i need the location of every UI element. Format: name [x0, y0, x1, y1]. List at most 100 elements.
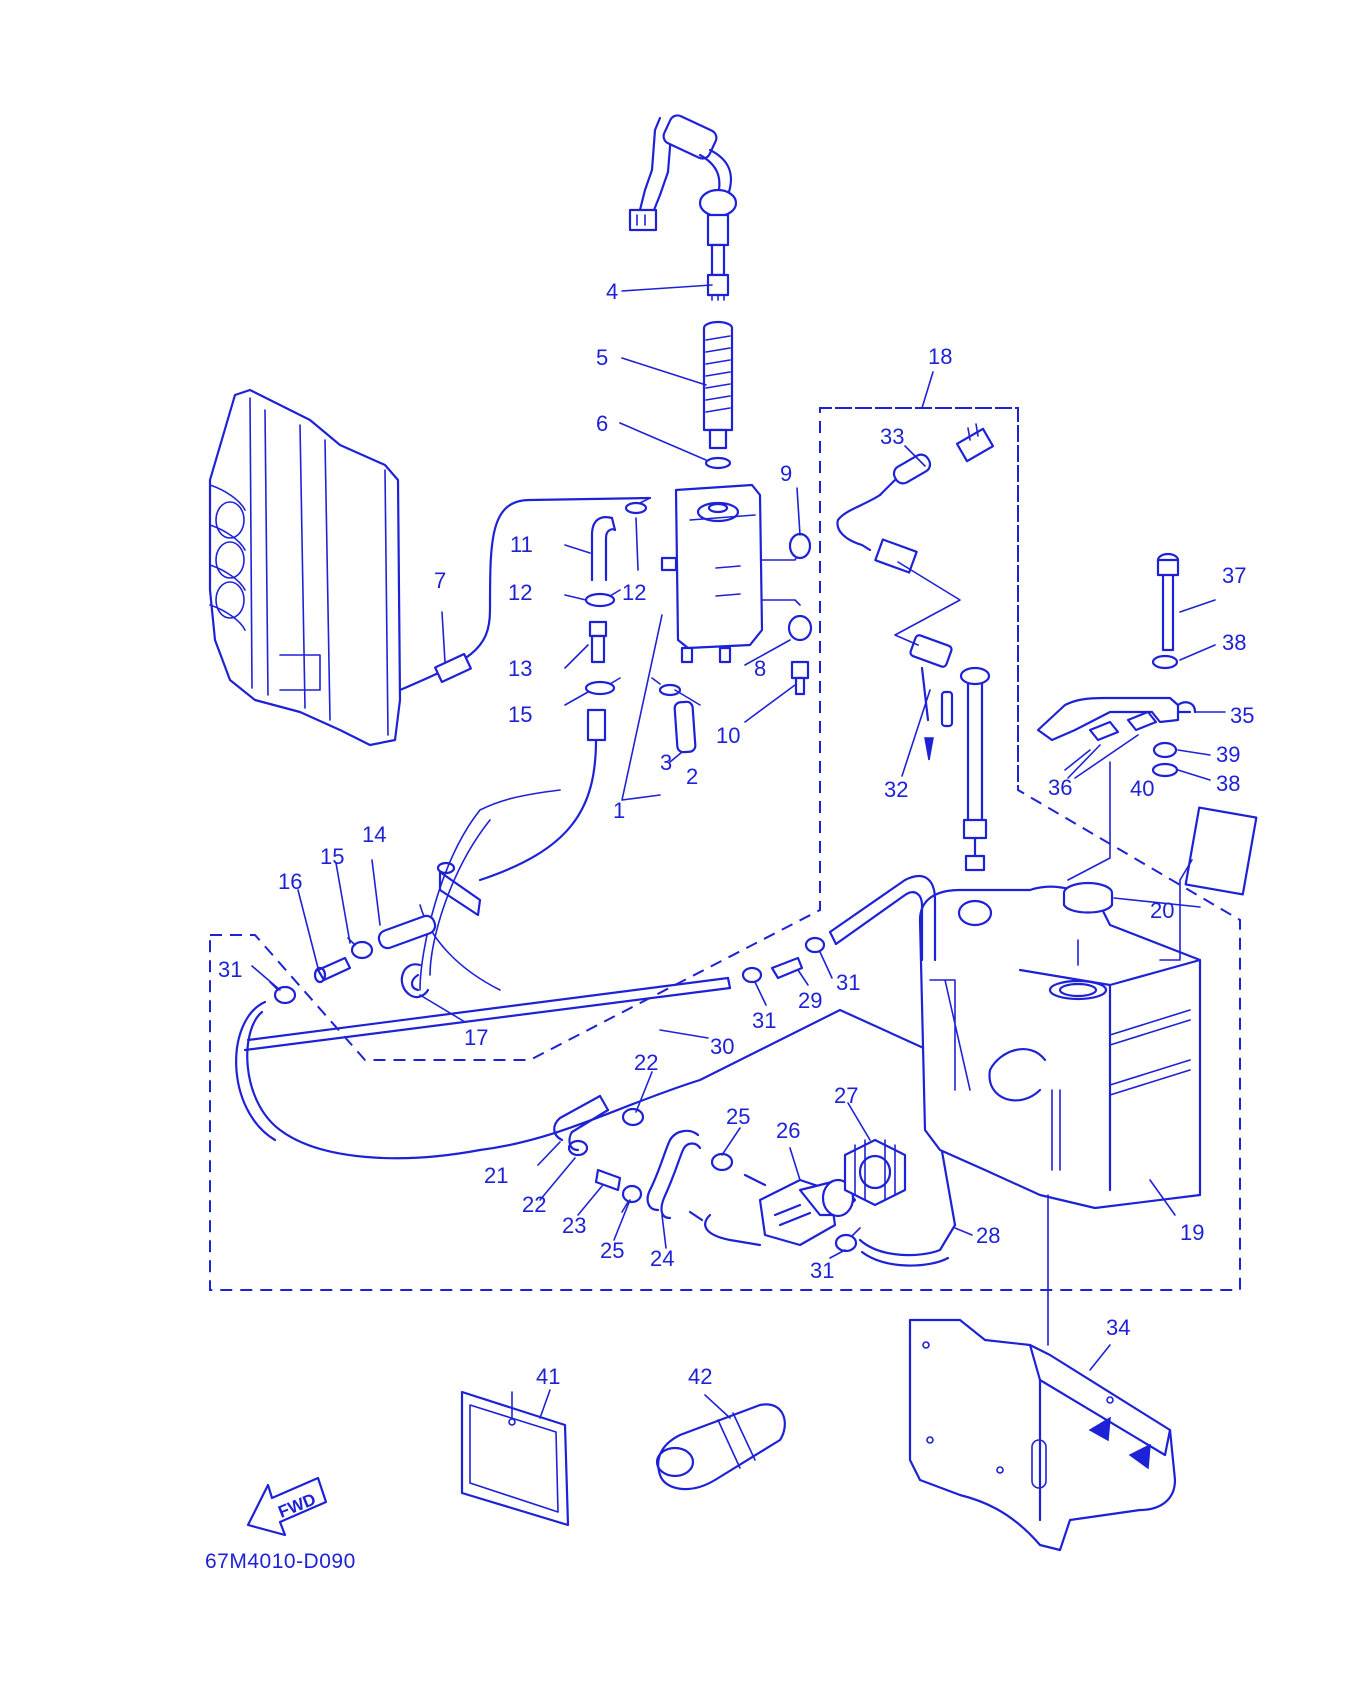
callout-3: 3 — [660, 750, 672, 775]
clip-part-31-lower — [834, 1227, 861, 1253]
engine-outline — [419, 789, 561, 991]
forward-direction-arrow: FWD — [246, 1476, 328, 1537]
callout-11: 11 — [510, 532, 533, 557]
hose-to-engine — [478, 738, 598, 882]
callout-38-upper: 38 — [1222, 630, 1246, 655]
strainer-part-5 — [702, 320, 734, 450]
sleeve-part-42 — [655, 1403, 786, 1491]
oil-pump-part-26 — [688, 1173, 857, 1247]
clip-part-22-upper — [621, 1107, 645, 1127]
clip-part-25-upper — [710, 1152, 734, 1172]
callout-8: 8 — [754, 656, 766, 681]
clip-part-3 — [651, 677, 682, 697]
callout-19: 19 — [1180, 1220, 1204, 1245]
callout-1: 1 — [613, 798, 625, 823]
sub-oil-tank-part-1 — [660, 483, 801, 664]
callout-36: 36 — [1048, 775, 1072, 800]
caution-label-part-41 — [460, 1390, 570, 1527]
bracket-part-35 — [1036, 696, 1197, 742]
hose-part-21 — [553, 1094, 610, 1152]
callout-23: 23 — [562, 1213, 586, 1238]
callout-29: 29 — [798, 988, 822, 1013]
callout-9: 9 — [780, 461, 792, 486]
callout-31-lower: 31 — [810, 1258, 834, 1283]
oil-level-gauge-part-4 — [628, 114, 738, 301]
assembly-leader-lines — [1047, 761, 1111, 1346]
callout-41: 41 — [536, 1364, 560, 1389]
washer-part-38-upper — [1151, 654, 1179, 670]
filler-cap-part-20 — [1062, 881, 1114, 966]
hose-part-2 — [673, 700, 697, 754]
callout-22-lower: 22 — [522, 1192, 546, 1217]
tank-cap-part-27 — [843, 1138, 907, 1207]
holder-part-17 — [400, 963, 430, 999]
clip-part-25-lower — [621, 1184, 643, 1213]
callout-17: 17 — [464, 1025, 488, 1050]
callout-leader-lines — [251, 284, 1226, 1419]
grommet-part-8 — [787, 614, 813, 642]
joint-part-16 — [313, 956, 352, 984]
callout-18: 18 — [928, 344, 952, 369]
callout-12-left: 12 — [508, 580, 532, 605]
oil-feed-hose-loop — [235, 1000, 952, 1160]
callout-10: 10 — [716, 723, 740, 748]
drawing-code: 67M4010-D090 — [205, 1550, 356, 1573]
callout-22-upper: 22 — [634, 1050, 658, 1075]
callout-20: 20 — [1150, 898, 1174, 923]
joint-part-13 — [588, 620, 608, 664]
clip-part-15-lower — [347, 937, 374, 960]
callout-15-lower: 15 — [320, 844, 344, 869]
callout-28: 28 — [976, 1223, 1000, 1248]
oil-tank-assembly-dashed-box — [209, 407, 1241, 1291]
hose-part-28 — [858, 1138, 957, 1267]
clip-part-22-lower — [567, 1139, 589, 1157]
callout-42: 42 — [688, 1364, 712, 1389]
oil-level-sensor-dashed-box — [820, 407, 1019, 790]
callout-16: 16 — [278, 869, 302, 894]
joint-part-23 — [594, 1168, 622, 1192]
clip-part-31-mid-b — [804, 936, 826, 954]
joint-part-29 — [770, 956, 804, 980]
washer-part-39 — [1152, 741, 1178, 759]
callout-12-right: 12 — [622, 580, 646, 605]
breather-hose — [398, 496, 652, 692]
tank-vent-hose — [828, 875, 937, 962]
callout-21: 21 — [484, 1163, 508, 1188]
callout-7: 7 — [434, 568, 446, 593]
oil-level-sensor-part-32 — [909, 634, 993, 927]
callout-37: 37 — [1222, 563, 1246, 588]
callout-31-mid-a: 31 — [752, 1008, 776, 1033]
callout-31-mid-b: 31 — [836, 970, 860, 995]
callout-31-left: 31 — [218, 957, 242, 982]
callout-14: 14 — [362, 822, 386, 847]
washer-part-38-lower — [1151, 762, 1179, 778]
hose-part-14 — [377, 914, 437, 950]
callout-38-lower: 38 — [1216, 771, 1240, 796]
pad-part-36 — [1067, 710, 1158, 779]
label-part-40 — [1159, 806, 1258, 961]
callout-2: 2 — [686, 764, 698, 789]
callout-39: 39 — [1216, 742, 1240, 767]
callout-5: 5 — [596, 345, 608, 370]
callout-27: 27 — [834, 1083, 858, 1108]
callout-33: 33 — [880, 424, 904, 449]
callout-15-upper: 15 — [508, 702, 532, 727]
engine-cover-part-7 — [208, 388, 402, 747]
callout-24: 24 — [650, 1246, 674, 1271]
callout-30: 30 — [710, 1034, 734, 1059]
callout-25-lower: 25 — [600, 1238, 624, 1263]
callout-40: 40 — [1130, 776, 1154, 801]
elbow-hose-part-11 — [590, 516, 617, 582]
bolt-part-37 — [1156, 552, 1180, 652]
grommet-part-9 — [788, 532, 812, 560]
bolt-part-10 — [790, 660, 810, 696]
callout-35: 35 — [1230, 703, 1254, 728]
clip-part-31-mid-a — [741, 966, 763, 984]
hose-part-24 — [646, 1129, 702, 1220]
oil-tank-part-19 — [918, 885, 1202, 1210]
o-ring-part-6 — [704, 456, 732, 470]
clip-part-15-upper — [584, 677, 621, 742]
tank-bracket-part-34 — [908, 1318, 1177, 1552]
